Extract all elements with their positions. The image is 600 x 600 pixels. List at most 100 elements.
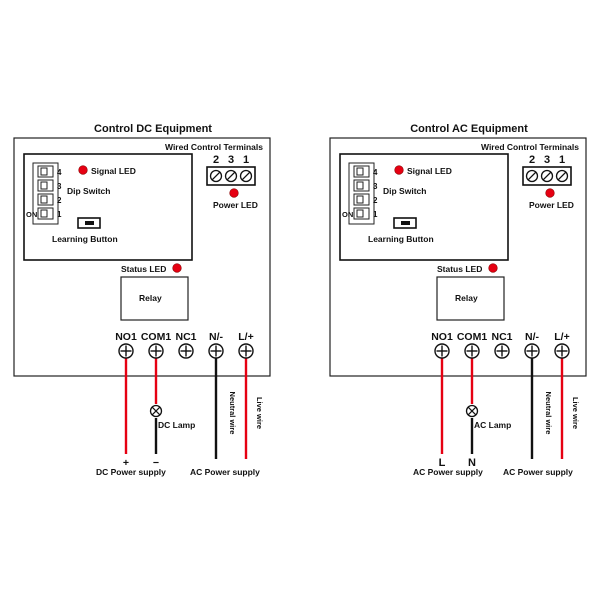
wired-terminal-block xyxy=(522,166,572,186)
learning-button xyxy=(393,217,417,229)
dip-slider xyxy=(356,181,364,190)
dip-slot xyxy=(37,165,54,178)
neutral-wire-label: Neutral wire xyxy=(228,392,237,435)
enclosure-box xyxy=(13,137,271,377)
terminal-label-com1: COM1 xyxy=(141,331,171,343)
terminal-screw-live xyxy=(238,343,254,359)
status-led-label: Status LED xyxy=(437,264,482,274)
dip-slot xyxy=(353,193,370,206)
dip-switch-label: Dip Switch xyxy=(67,186,110,196)
power-led-label: Power LED xyxy=(213,200,258,210)
relay-label: Relay xyxy=(139,293,162,303)
dip-slider xyxy=(356,209,364,218)
dip-slider xyxy=(40,195,48,204)
panel-title: Control AC Equipment xyxy=(410,123,528,135)
dip-number: 1 xyxy=(373,210,378,219)
dip-slider xyxy=(40,209,48,218)
terminal-screw-com1 xyxy=(148,343,164,359)
terminal-label-no1: NO1 xyxy=(115,331,137,343)
dip-number: 4 xyxy=(373,168,378,177)
right-supply-label: AC Power supply xyxy=(503,467,573,477)
module-board xyxy=(339,153,509,261)
wired-terminal-screw xyxy=(239,169,253,183)
terminal-label-live: L/+ xyxy=(554,331,569,343)
dip-slider xyxy=(356,195,364,204)
terminal-label-neutral: N/- xyxy=(525,331,540,343)
dip-switch-label: Dip Switch xyxy=(383,186,426,196)
module-board xyxy=(23,153,193,261)
wired-terminal-screw xyxy=(224,169,238,183)
terminal-screw-com1 xyxy=(464,343,480,359)
dip-slider xyxy=(40,167,48,176)
signal-led-label: Signal LED xyxy=(91,166,136,176)
terminal-label-nc1: NC1 xyxy=(491,331,512,343)
wired-terminal-number: 2 xyxy=(529,154,535,166)
wired-terminal-block xyxy=(206,166,256,186)
live-wire-label: Live wire xyxy=(255,397,264,429)
terminal-label-live: L/+ xyxy=(238,331,253,343)
learning-button-label: Learning Button xyxy=(52,234,118,244)
wired-terminal-number: 1 xyxy=(559,154,565,166)
power-led-label: Power LED xyxy=(529,200,574,210)
lamp-label: AC Lamp xyxy=(474,420,511,430)
lamp-icon xyxy=(149,404,163,418)
wired-terminal-screw xyxy=(555,169,569,183)
wired-terminal-number: 3 xyxy=(544,154,550,166)
dip-on-label: ON xyxy=(342,210,353,219)
live-wire-label: Live wire xyxy=(571,397,580,429)
wired-terminals-label: Wired Control Terminals xyxy=(481,142,579,152)
wired-terminals-label: Wired Control Terminals xyxy=(165,142,263,152)
wired-terminal-number: 1 xyxy=(243,154,249,166)
terminal-label-no1: NO1 xyxy=(431,331,453,343)
relay-box xyxy=(120,276,189,321)
terminal-screw-no1 xyxy=(118,343,134,359)
lamp-label: DC Lamp xyxy=(158,420,195,430)
terminal-label-nc1: NC1 xyxy=(175,331,196,343)
dip-number: 2 xyxy=(57,196,62,205)
right-supply-label: AC Power supply xyxy=(190,467,260,477)
dip-number: 4 xyxy=(57,168,62,177)
terminal-screw-live xyxy=(554,343,570,359)
status-led-label: Status LED xyxy=(121,264,166,274)
neutral-wire-label: Neutral wire xyxy=(544,392,553,435)
status-led xyxy=(172,263,182,273)
dip-slot xyxy=(37,179,54,192)
dip-number: 1 xyxy=(57,210,62,219)
supply-mark-left: + xyxy=(123,457,129,469)
wired-terminal-number: 3 xyxy=(228,154,234,166)
dip-slot xyxy=(353,207,370,220)
learning-button-label: Learning Button xyxy=(368,234,434,244)
wires xyxy=(440,357,564,459)
terminal-screw-neutral xyxy=(208,343,224,359)
supply-mark-right: − xyxy=(153,457,159,469)
terminal-screw-no1 xyxy=(434,343,450,359)
signal-led xyxy=(394,165,404,175)
supply-mark-right: N xyxy=(468,457,476,469)
dip-slot xyxy=(353,179,370,192)
supply-mark-left: L xyxy=(439,457,446,469)
dip-slider xyxy=(40,181,48,190)
terminal-label-com1: COM1 xyxy=(457,331,487,343)
dip-number: 3 xyxy=(57,182,62,191)
status-led xyxy=(488,263,498,273)
signal-led xyxy=(78,165,88,175)
wired-terminal-screw xyxy=(209,169,223,183)
left-supply-label: DC Power supply xyxy=(96,467,166,477)
power-led xyxy=(545,188,555,198)
dip-slot xyxy=(37,207,54,220)
wired-terminal-screw xyxy=(525,169,539,183)
power-led xyxy=(229,188,239,198)
wired-terminal-screw xyxy=(540,169,554,183)
terminal-screw-nc1 xyxy=(494,343,510,359)
left-supply-label: AC Power supply xyxy=(413,467,483,477)
dip-slot xyxy=(353,165,370,178)
signal-led-label: Signal LED xyxy=(407,166,452,176)
dip-slot xyxy=(37,193,54,206)
learning-button xyxy=(77,217,101,229)
dip-number: 2 xyxy=(373,196,378,205)
